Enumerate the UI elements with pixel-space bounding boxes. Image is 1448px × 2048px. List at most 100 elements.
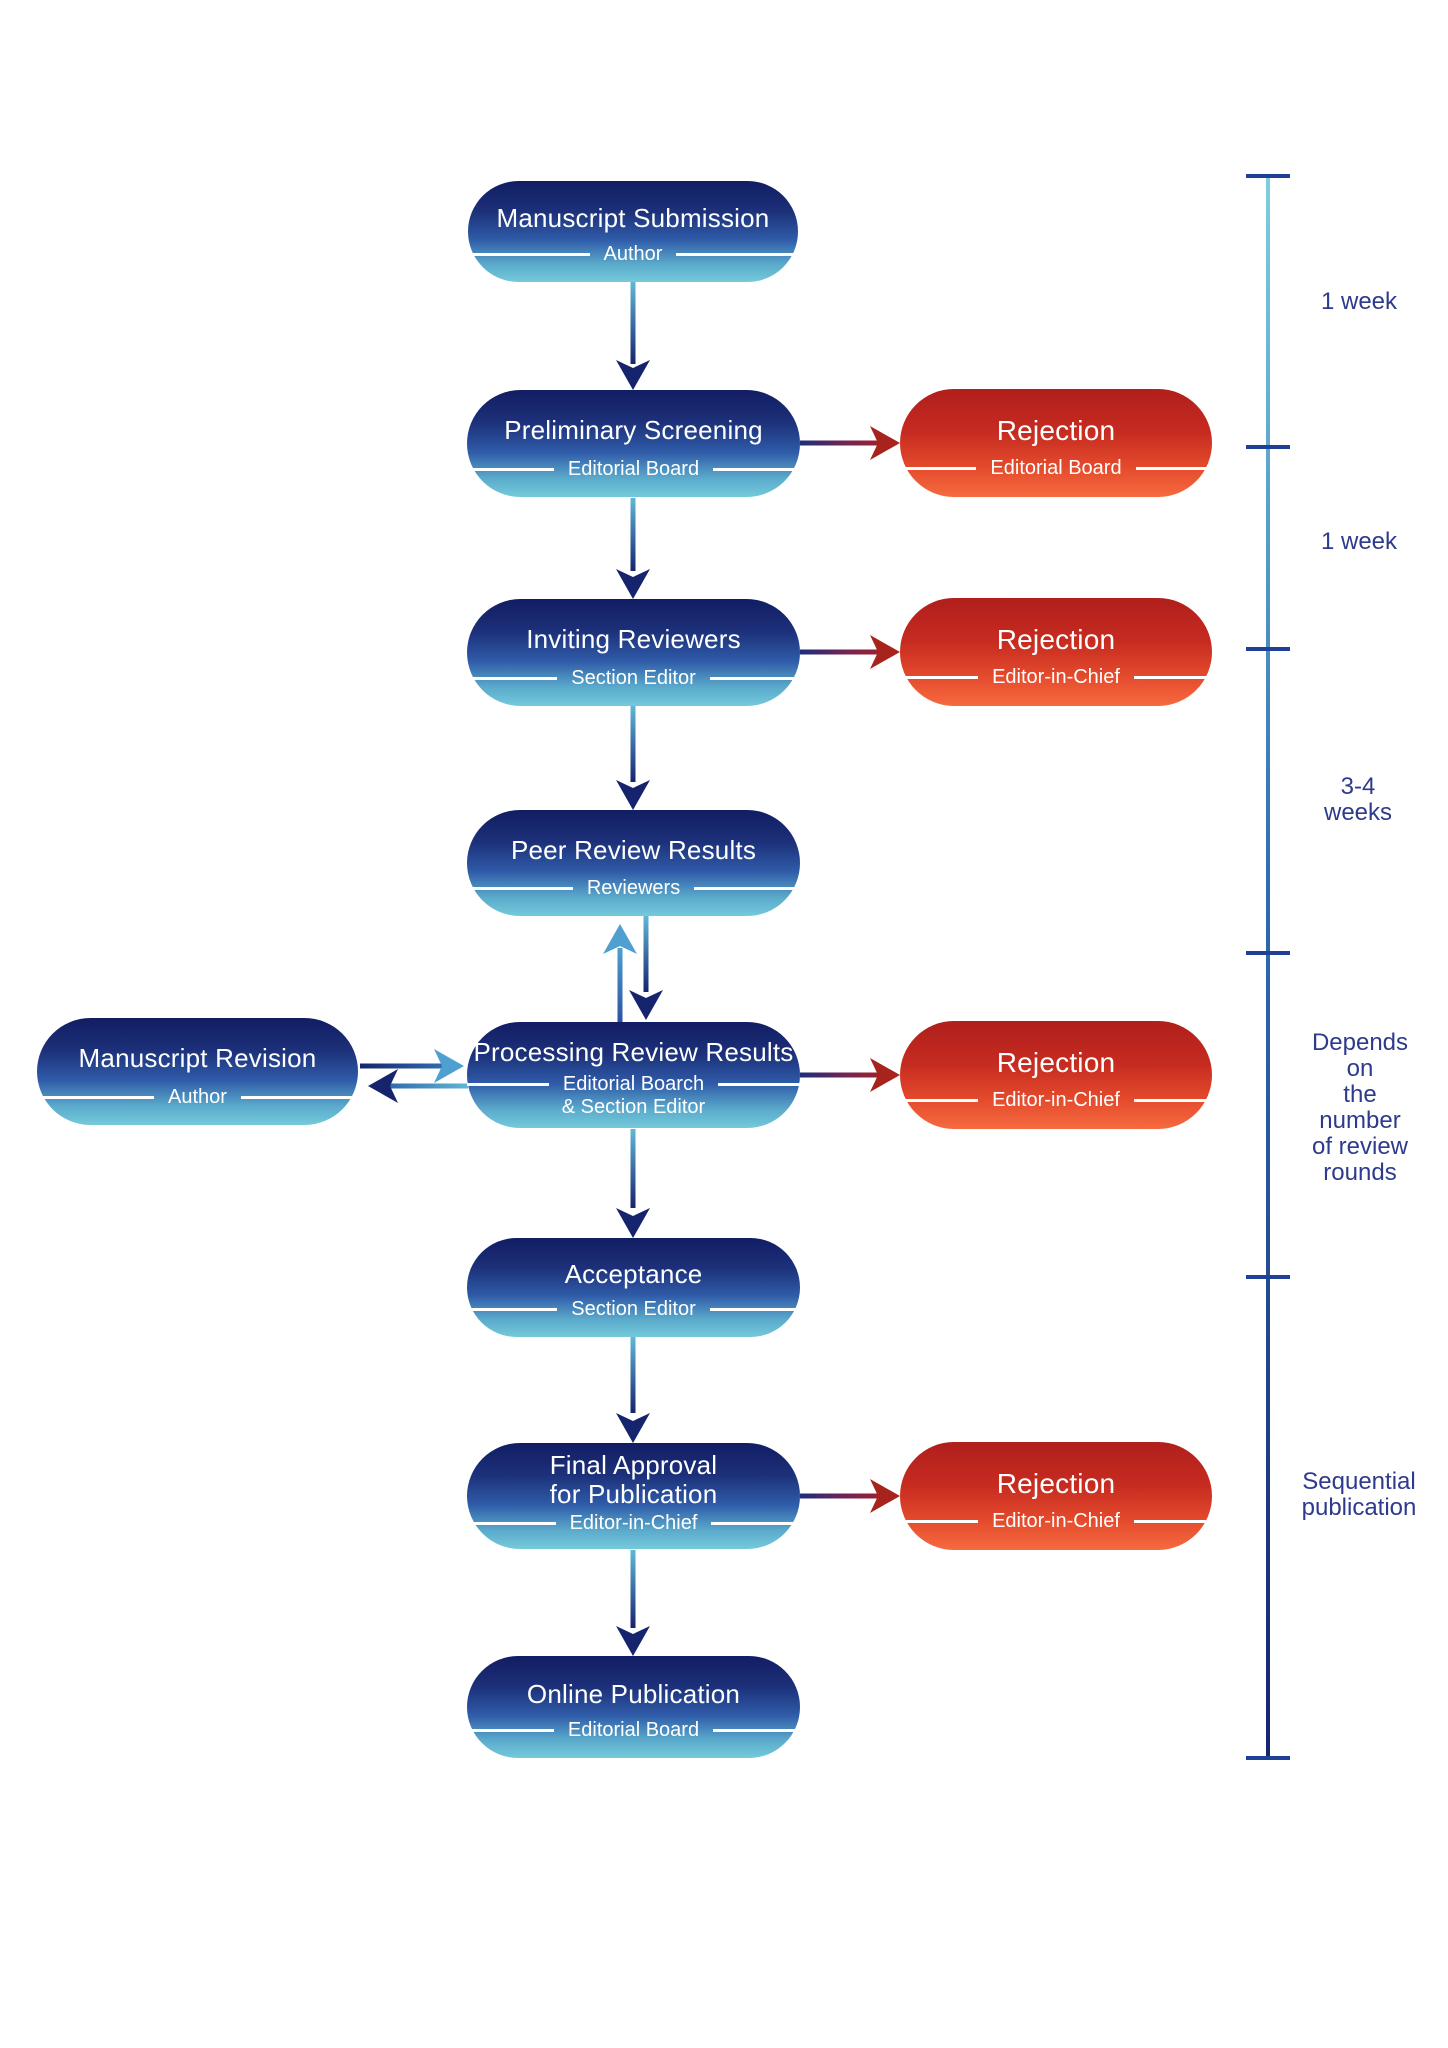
separator-line: [709, 676, 801, 680]
separator-line: [900, 1098, 979, 1102]
arrow-final-approval-to-online: [616, 1550, 650, 1656]
separator-line: [713, 467, 800, 471]
node-role: Section Editor: [571, 666, 696, 689]
node-acceptance: Acceptance Section Editor: [467, 1238, 801, 1337]
separator-line: [467, 1728, 554, 1732]
node-title: Inviting Reviewers: [526, 624, 741, 655]
node-title: Rejection: [996, 415, 1116, 447]
node-title: Preliminary Screening: [504, 415, 763, 446]
arrow-processing-to-revision: [368, 1069, 468, 1103]
node-role-row: Section Editor: [467, 1296, 801, 1322]
node-title: Manuscript Submission: [496, 203, 770, 234]
separator-line: [37, 1095, 155, 1099]
node-inviting-reviewers: Inviting Reviewers Section Editor: [467, 599, 801, 706]
arrow-processing-to-rejection: [800, 1058, 900, 1092]
node-role-row: Editorial Boarch: [467, 1072, 800, 1096]
timeline-label-1-week-a: 1 week: [1320, 288, 1398, 315]
node-role-row: Editorial Board: [900, 455, 1212, 481]
arrow-peer-review-to-processing-down: [629, 916, 663, 1020]
arrow-inviting-to-rejection: [800, 635, 900, 669]
timeline-axis: [1246, 174, 1290, 1760]
node-title: Acceptance: [564, 1259, 703, 1290]
arrow-screening-to-rejection: [800, 426, 900, 460]
node-final-approval-for-publication: Final Approval for Publication Editor-in…: [467, 1443, 801, 1549]
separator-line: [900, 466, 977, 470]
node-rejection-editorial-board: Rejection Editorial Board: [900, 389, 1212, 497]
node-rejection-editor-in-chief-3: Rejection Editor-in-Chief: [900, 1442, 1213, 1550]
node-role-row: Editor-in-Chief: [900, 1508, 1213, 1534]
node-role: Author: [168, 1085, 227, 1108]
arrow-inviting-to-peer-review: [616, 706, 650, 810]
node-role: Section Editor: [571, 1297, 696, 1320]
node-role: Editor-in-Chief: [992, 1509, 1120, 1532]
separator-line: [694, 886, 801, 890]
separator-line: [467, 467, 554, 471]
node-title: Manuscript Revision: [78, 1043, 317, 1074]
timeline-label-sequential-publication: Sequential publication: [1301, 1468, 1417, 1521]
timeline-tick: [1246, 1275, 1290, 1279]
node-role: Editor-in-Chief: [992, 1088, 1120, 1111]
separator-line: [467, 886, 573, 890]
separator-line: [713, 1728, 800, 1732]
node-processing-review-results: Processing Review Results Editorial Boar…: [467, 1022, 800, 1128]
separator-line: [1133, 1098, 1213, 1102]
node-role: Author: [603, 242, 663, 265]
node-role: Reviewers: [586, 876, 681, 899]
separator-line: [900, 675, 979, 679]
node-role: Editorial Board: [990, 456, 1122, 479]
node-peer-review-results: Peer Review Results Reviewers: [467, 810, 801, 916]
separator-line: [709, 1307, 801, 1311]
timeline-label-review-rounds: Depends on the number of review rounds: [1311, 1029, 1409, 1186]
node-online-publication: Online Publication Editorial Board: [467, 1656, 800, 1758]
separator-line: [240, 1095, 358, 1099]
node-rejection-editor-in-chief-1: Rejection Editor-in-Chief: [900, 598, 1213, 706]
node-rejection-editor-in-chief-2: Rejection Editor-in-Chief: [900, 1021, 1213, 1129]
arrow-revision-to-processing: [360, 1049, 464, 1083]
node-title: Processing Review Results: [473, 1037, 794, 1068]
separator-line: [1135, 466, 1212, 470]
node-title: Online Publication: [526, 1678, 741, 1709]
arrow-acceptance-to-final-approval: [616, 1337, 650, 1443]
arrow-final-approval-to-rejection: [800, 1479, 900, 1513]
node-role-row: Author: [468, 241, 798, 267]
node-title: Rejection: [996, 1468, 1116, 1500]
node-preliminary-screening: Preliminary Screening Editorial Board: [467, 390, 800, 497]
separator-line: [676, 252, 798, 256]
node-role-row: Editorial Board: [467, 456, 800, 482]
timeline-tick: [1246, 647, 1290, 651]
timeline-label-1-week-b: 1 week: [1320, 528, 1398, 555]
node-role-row: Editorial Board: [467, 1717, 800, 1743]
node-role: Editorial Board: [567, 457, 700, 480]
separator-line: [718, 1082, 800, 1086]
node-role-row: Editor-in-Chief: [467, 1511, 801, 1535]
node-title: Peer Review Results: [510, 834, 757, 865]
node-title: Final Approval for Publication: [549, 1449, 718, 1509]
separator-line: [467, 676, 558, 680]
separator-line: [1133, 675, 1213, 679]
separator-line: [711, 1521, 801, 1525]
node-role-row: Editor-in-Chief: [900, 1087, 1213, 1113]
separator-line: [1133, 1519, 1213, 1523]
timeline-tick: [1246, 1756, 1290, 1760]
timeline-tick: [1246, 951, 1290, 955]
arrow-submission-to-screening: [616, 282, 650, 390]
node-manuscript-submission: Manuscript Submission Author: [468, 181, 798, 282]
separator-line: [467, 1521, 556, 1525]
separator-line: [467, 1082, 549, 1086]
node-role-row: Author: [37, 1084, 358, 1110]
node-role: Editor-in-Chief: [569, 1511, 698, 1534]
timeline-tick: [1246, 174, 1290, 178]
node-role-row: Reviewers: [467, 875, 801, 901]
node-role: Editorial Board: [567, 1718, 700, 1741]
timeline-label-3-4-weeks: 3-4 weeks: [1323, 773, 1393, 826]
arrow-processing-to-acceptance: [616, 1129, 650, 1238]
timeline-tick: [1246, 445, 1290, 449]
node-role-second-line: & Section Editor: [561, 1096, 706, 1118]
node-title: Rejection: [996, 624, 1116, 656]
separator-line: [468, 252, 590, 256]
node-role-row: Section Editor: [467, 665, 801, 691]
node-manuscript-revision: Manuscript Revision Author: [37, 1018, 358, 1125]
separator-line: [900, 1519, 979, 1523]
